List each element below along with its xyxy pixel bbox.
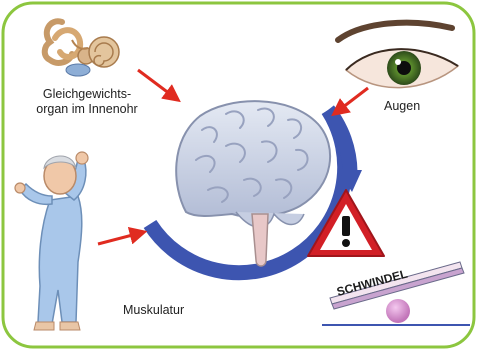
dizzy-person-icon bbox=[15, 152, 88, 330]
arrow-from-muscles bbox=[98, 232, 144, 244]
inner-ear-label-line2: organ im Innenohr bbox=[28, 102, 146, 117]
inner-ear-label: Gleichgewichts- organ im Innenohr bbox=[28, 87, 146, 117]
arrow-from-eyes bbox=[334, 88, 368, 114]
seesaw-icon: SCHWINDEL bbox=[322, 262, 470, 325]
eye-icon bbox=[338, 23, 458, 88]
inner-ear-label-line1: Gleichgewichts- bbox=[28, 87, 146, 102]
warning-triangle-icon bbox=[308, 190, 384, 256]
eyes-label: Augen bbox=[384, 99, 420, 114]
muscles-label: Muskulatur bbox=[123, 303, 184, 318]
inner-ear-icon bbox=[45, 21, 119, 76]
